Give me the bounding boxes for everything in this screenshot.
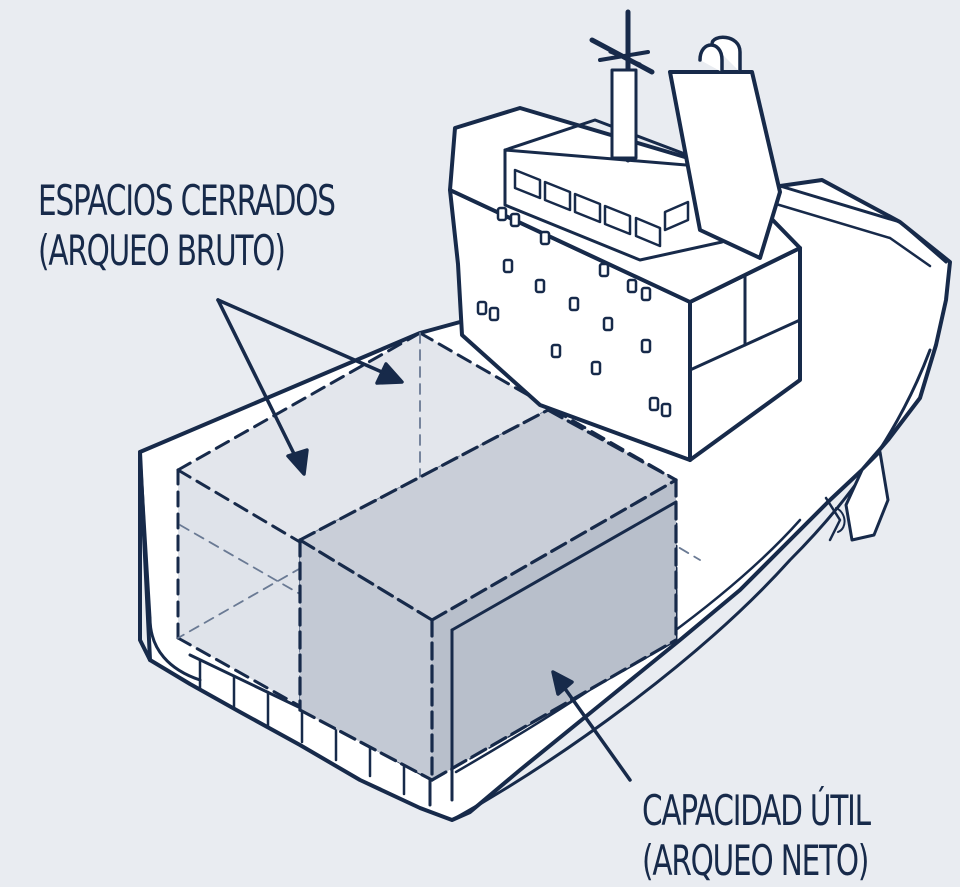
- gross-label-line-2: (ARQUEO BRUTO): [38, 226, 286, 275]
- net-capacity-volume: [298, 408, 678, 802]
- arrowhead-net: [551, 670, 574, 696]
- gross-tonnage-label: ESPACIOS CERRADOS (ARQUEO BRUTO): [38, 176, 336, 276]
- arrowhead-gross-2: [286, 448, 309, 476]
- net-tonnage-arrow: [551, 670, 632, 782]
- gross-label-line-1: ESPACIOS CERRADOS: [38, 176, 336, 225]
- net-label-line-2: (ARQUEO NETO): [642, 836, 869, 885]
- net-tonnage-label: CAPACIDAD ÚTIL (ARQUEO NETO): [642, 786, 871, 886]
- mast: [589, 9, 655, 163]
- arrowhead-gross-1: [375, 362, 404, 385]
- superstructure: [448, 9, 802, 462]
- net-label-line-1: CAPACIDAD ÚTIL: [642, 786, 871, 835]
- gross-tonnage-arrows: [216, 298, 404, 476]
